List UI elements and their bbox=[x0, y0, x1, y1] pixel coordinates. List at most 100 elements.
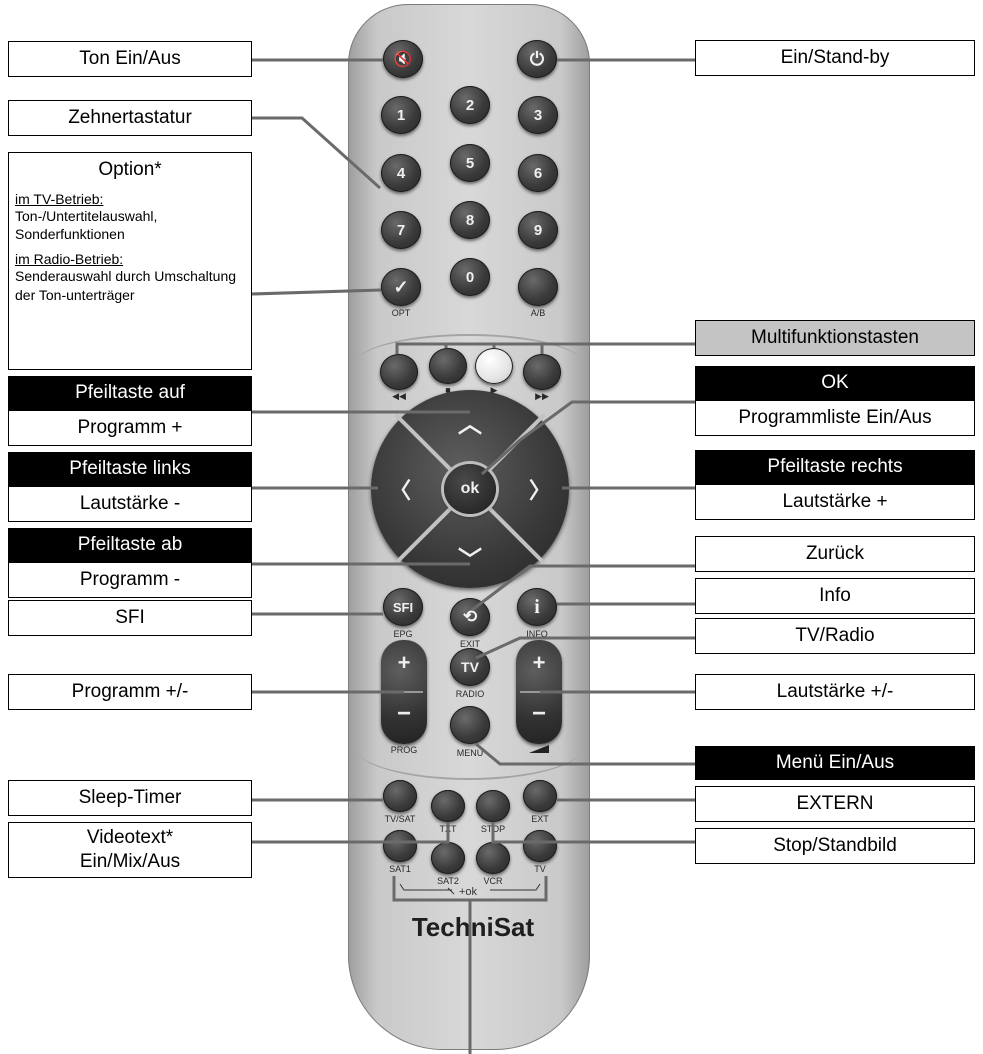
chevron-left-icon: 〈 bbox=[388, 478, 411, 503]
sfi-label: SFI bbox=[392, 599, 414, 615]
body-arc-bottom bbox=[354, 712, 584, 780]
arrow-left-button[interactable]: 〈 bbox=[375, 454, 425, 524]
digit-5-button[interactable]: 5 bbox=[450, 144, 490, 182]
digit-4-button[interactable]: 4 bbox=[381, 154, 421, 192]
stop-icon: ■ bbox=[445, 385, 451, 395]
epg-label: EPG bbox=[393, 629, 413, 639]
checkmark-icon: ✓ bbox=[393, 276, 409, 297]
opt-label: OPT bbox=[391, 308, 411, 318]
label-pfeiltaste-ab: Pfeiltaste ab bbox=[8, 528, 252, 562]
label-programmliste: Programmliste Ein/Aus bbox=[695, 400, 975, 436]
info-label: INFO bbox=[526, 629, 548, 639]
menu-label: MENU bbox=[456, 748, 484, 758]
label-zurueck: Zurück bbox=[695, 536, 975, 572]
return-icon: ⟲ bbox=[462, 607, 478, 626]
fastforward-button[interactable] bbox=[523, 354, 561, 390]
ok-button[interactable]: ok bbox=[444, 464, 496, 514]
exit-button[interactable]: ⟲ bbox=[450, 598, 490, 636]
label-ein-standby: Ein/Stand-by bbox=[695, 40, 975, 76]
arrow-down-button[interactable]: ﹀ bbox=[435, 532, 505, 582]
digit-1-button[interactable]: 1 bbox=[381, 96, 421, 134]
rewind-button[interactable] bbox=[380, 354, 418, 390]
label-sfi: SFI bbox=[8, 600, 252, 636]
label-tv-radio: TV/Radio bbox=[695, 618, 975, 654]
arrow-right-button[interactable]: 〉 bbox=[515, 454, 565, 524]
power-icon: ⏻ bbox=[529, 48, 545, 69]
volume-rocker[interactable]: + − bbox=[516, 640, 562, 744]
label-zehnertastatur: Zehnertastatur bbox=[8, 100, 252, 136]
sat1-button[interactable] bbox=[383, 830, 417, 862]
txt-button[interactable] bbox=[431, 790, 465, 822]
sfi-button[interactable]: SFI bbox=[383, 588, 423, 626]
prog-minus-icon: − bbox=[396, 700, 411, 727]
label-videotext: Videotext* Ein/Mix/Aus bbox=[8, 822, 252, 878]
digit-2-button[interactable]: 2 bbox=[450, 86, 490, 124]
digit-7-button[interactable]: 7 bbox=[381, 211, 421, 249]
label-programm-minus: Programm - bbox=[8, 562, 252, 598]
ab-button[interactable] bbox=[518, 268, 558, 306]
prog-rocker-divider bbox=[385, 691, 423, 693]
label-option: Option* im TV-Betrieb: Ton-/Untertitelau… bbox=[8, 152, 252, 370]
volume-rocker-divider bbox=[520, 691, 558, 693]
ext-label: EXT bbox=[531, 814, 549, 824]
tv-radio-button[interactable]: TV bbox=[450, 648, 490, 686]
digit-9-button[interactable]: 9 bbox=[518, 211, 558, 249]
plus-ok-label: +ok bbox=[459, 886, 478, 898]
radio-label: RADIO bbox=[455, 689, 485, 699]
label-lautstaerke-plus-minus: Lautstärke +/- bbox=[695, 674, 975, 710]
stop-colour-button[interactable] bbox=[429, 348, 467, 384]
label-pfeiltaste-rechts: Pfeiltaste rechts bbox=[695, 450, 975, 484]
tv-small-label: TV bbox=[534, 864, 546, 874]
digit-8-button[interactable]: 8 bbox=[450, 201, 490, 239]
technisat-logo: TechniSat bbox=[411, 912, 535, 942]
prog-label: PROG bbox=[390, 745, 418, 755]
mute-button[interactable]: 🔇 bbox=[383, 40, 423, 78]
digit-6-button[interactable]: 6 bbox=[518, 154, 558, 192]
chevron-up-icon: ︿ bbox=[458, 410, 482, 438]
sat1-label: SAT1 bbox=[389, 864, 411, 874]
tv-label: TV bbox=[461, 659, 479, 675]
vcr-button[interactable] bbox=[476, 842, 510, 874]
label-extern: EXTERN bbox=[695, 786, 975, 822]
tvsat-label: TV/SAT bbox=[384, 814, 416, 824]
label-multifunktionstasten: Multifunktionstasten bbox=[695, 320, 975, 356]
digit-3-button[interactable]: 3 bbox=[518, 96, 558, 134]
label-info: Info bbox=[695, 578, 975, 614]
ext-button[interactable] bbox=[523, 780, 557, 812]
volume-minus-icon: − bbox=[531, 700, 546, 727]
option-tv-text: Ton-/Untertitelauswahl, Sonderfunktionen bbox=[15, 208, 158, 243]
label-lautstaerke-minus: Lautstärke - bbox=[8, 486, 252, 522]
vcr-label: VCR bbox=[483, 876, 503, 886]
stop-label: STOP bbox=[480, 824, 506, 834]
option-radio-heading: im Radio-Betrieb: bbox=[15, 251, 124, 268]
option-title: Option* bbox=[98, 159, 162, 180]
label-stop-standbild: Stop/Standbild bbox=[695, 828, 975, 864]
label-ok: OK bbox=[695, 366, 975, 400]
info-button[interactable]: i bbox=[517, 588, 557, 626]
play-icon: ▶ bbox=[490, 385, 498, 395]
opt-button[interactable]: ✓ bbox=[381, 268, 421, 306]
tvsat-button[interactable] bbox=[383, 780, 417, 812]
ok-label: ok bbox=[460, 480, 480, 497]
stop-button[interactable] bbox=[476, 790, 510, 822]
volume-wedge-icon bbox=[529, 745, 549, 753]
info-icon: i bbox=[534, 595, 540, 618]
menu-button[interactable] bbox=[450, 706, 490, 744]
label-menue: Menü Ein/Aus bbox=[695, 746, 975, 780]
volume-plus-icon: + bbox=[532, 650, 546, 675]
exit-label: EXIT bbox=[459, 639, 480, 649]
arrow-up-button[interactable]: ︿ bbox=[435, 396, 505, 446]
power-button[interactable]: ⏻ bbox=[517, 40, 557, 78]
ab-label: A/B bbox=[530, 308, 546, 318]
rewind-icon: ◀◀ bbox=[392, 391, 406, 401]
prog-rocker[interactable]: + − bbox=[381, 640, 427, 744]
tv-button[interactable] bbox=[523, 830, 557, 862]
chevron-down-icon: ﹀ bbox=[458, 546, 482, 574]
sat2-button[interactable] bbox=[431, 842, 465, 874]
digit-0-button[interactable]: 0 bbox=[450, 258, 490, 296]
label-programm-plus: Programm + bbox=[8, 410, 252, 446]
play-button[interactable] bbox=[475, 348, 513, 384]
mute-icon: 🔇 bbox=[393, 51, 413, 68]
prog-plus-icon: + bbox=[397, 650, 411, 675]
